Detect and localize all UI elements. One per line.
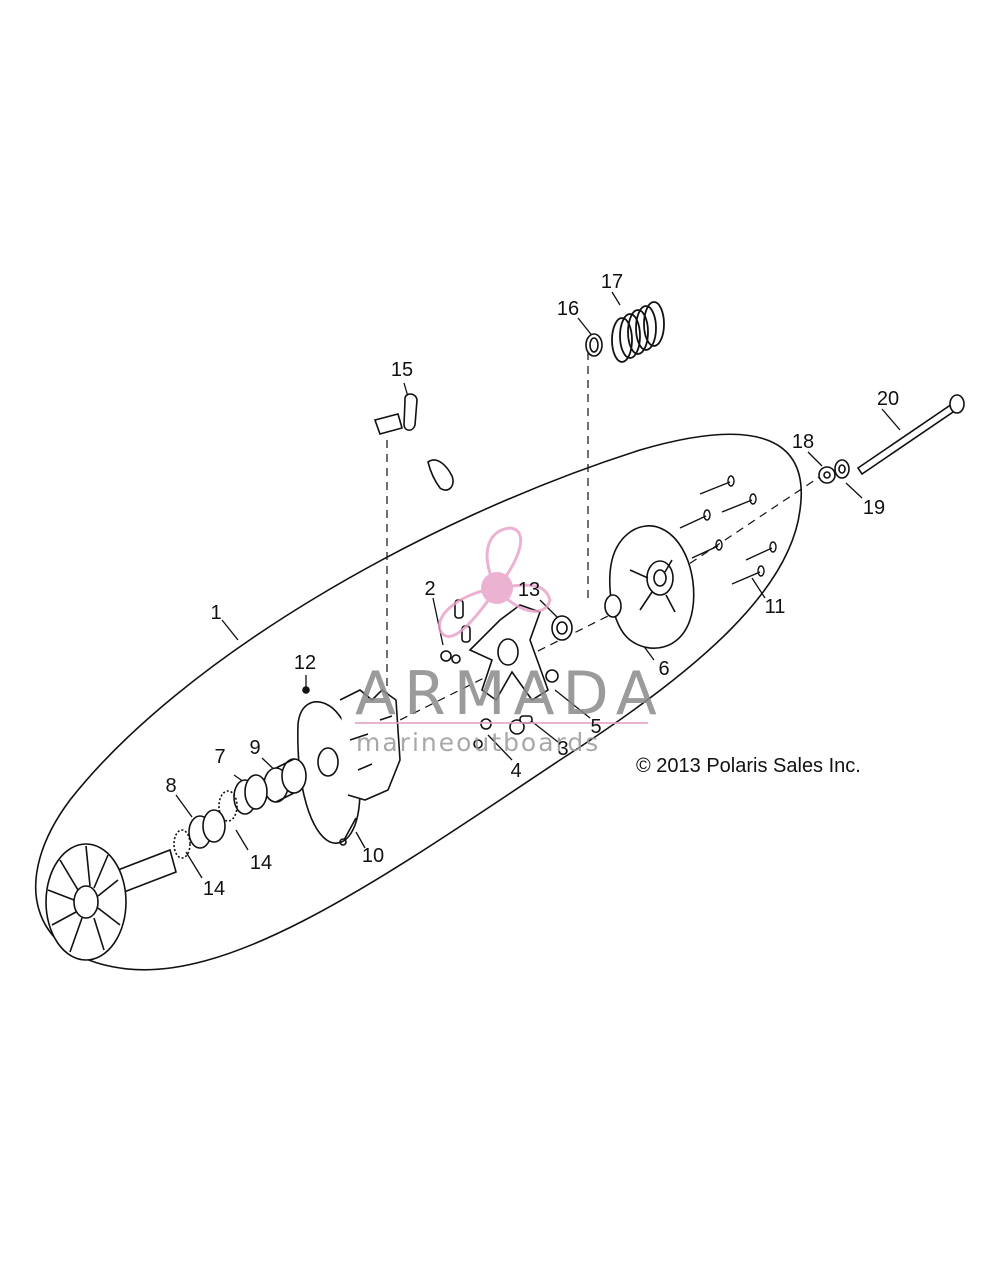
watermark-logo-propeller [355,526,648,724]
copyright-text: © 2013 Polaris Sales Inc. [636,755,861,777]
movable-sheave [297,686,401,844]
callout-2: 2 [424,578,436,600]
ring-14-lower [173,829,191,859]
watermark-subtitle: marineoutboards [356,728,601,757]
callout-5: 5 [590,716,602,738]
callout-14-upper: 14 [249,852,273,874]
callout-12: 12 [293,652,317,674]
callout-8: 8 [165,775,177,797]
callout-9: 9 [249,737,261,759]
callout-14-lower: 14 [202,878,226,900]
ring-16 [585,333,603,357]
assembly-outline [35,433,802,971]
callout-16: 16 [556,298,580,320]
ring-14-upper [218,790,238,822]
watermark-title: ARMADA [355,659,665,729]
callout-11: 11 [764,596,786,618]
fixed-sheave [45,843,177,961]
callout-18: 18 [791,431,815,453]
cover-6 [604,525,695,649]
callout-6: 6 [658,658,670,680]
callout-20: 20 [876,388,900,410]
callout-7: 7 [214,746,226,768]
nut-18 [818,466,836,484]
leader-lines [175,291,901,879]
bolts-11 [679,475,777,585]
bushing-13 [551,615,573,641]
weights-15 [373,393,454,491]
callout-17: 17 [600,271,624,293]
callout-3: 3 [557,738,569,760]
bushing-8 [188,809,226,849]
callout-10: 10 [361,845,385,867]
pin-10 [339,817,357,846]
callout-4: 4 [510,760,522,782]
callout-15: 15 [390,359,414,381]
bushing-9 [263,758,307,803]
washer-19 [834,459,850,479]
ring-7 [233,774,268,815]
bolt-20 [856,394,965,476]
callout-19: 19 [862,497,886,519]
callout-1: 1 [210,602,222,624]
spring-17 [611,301,665,363]
callout-13: 13 [517,579,541,601]
